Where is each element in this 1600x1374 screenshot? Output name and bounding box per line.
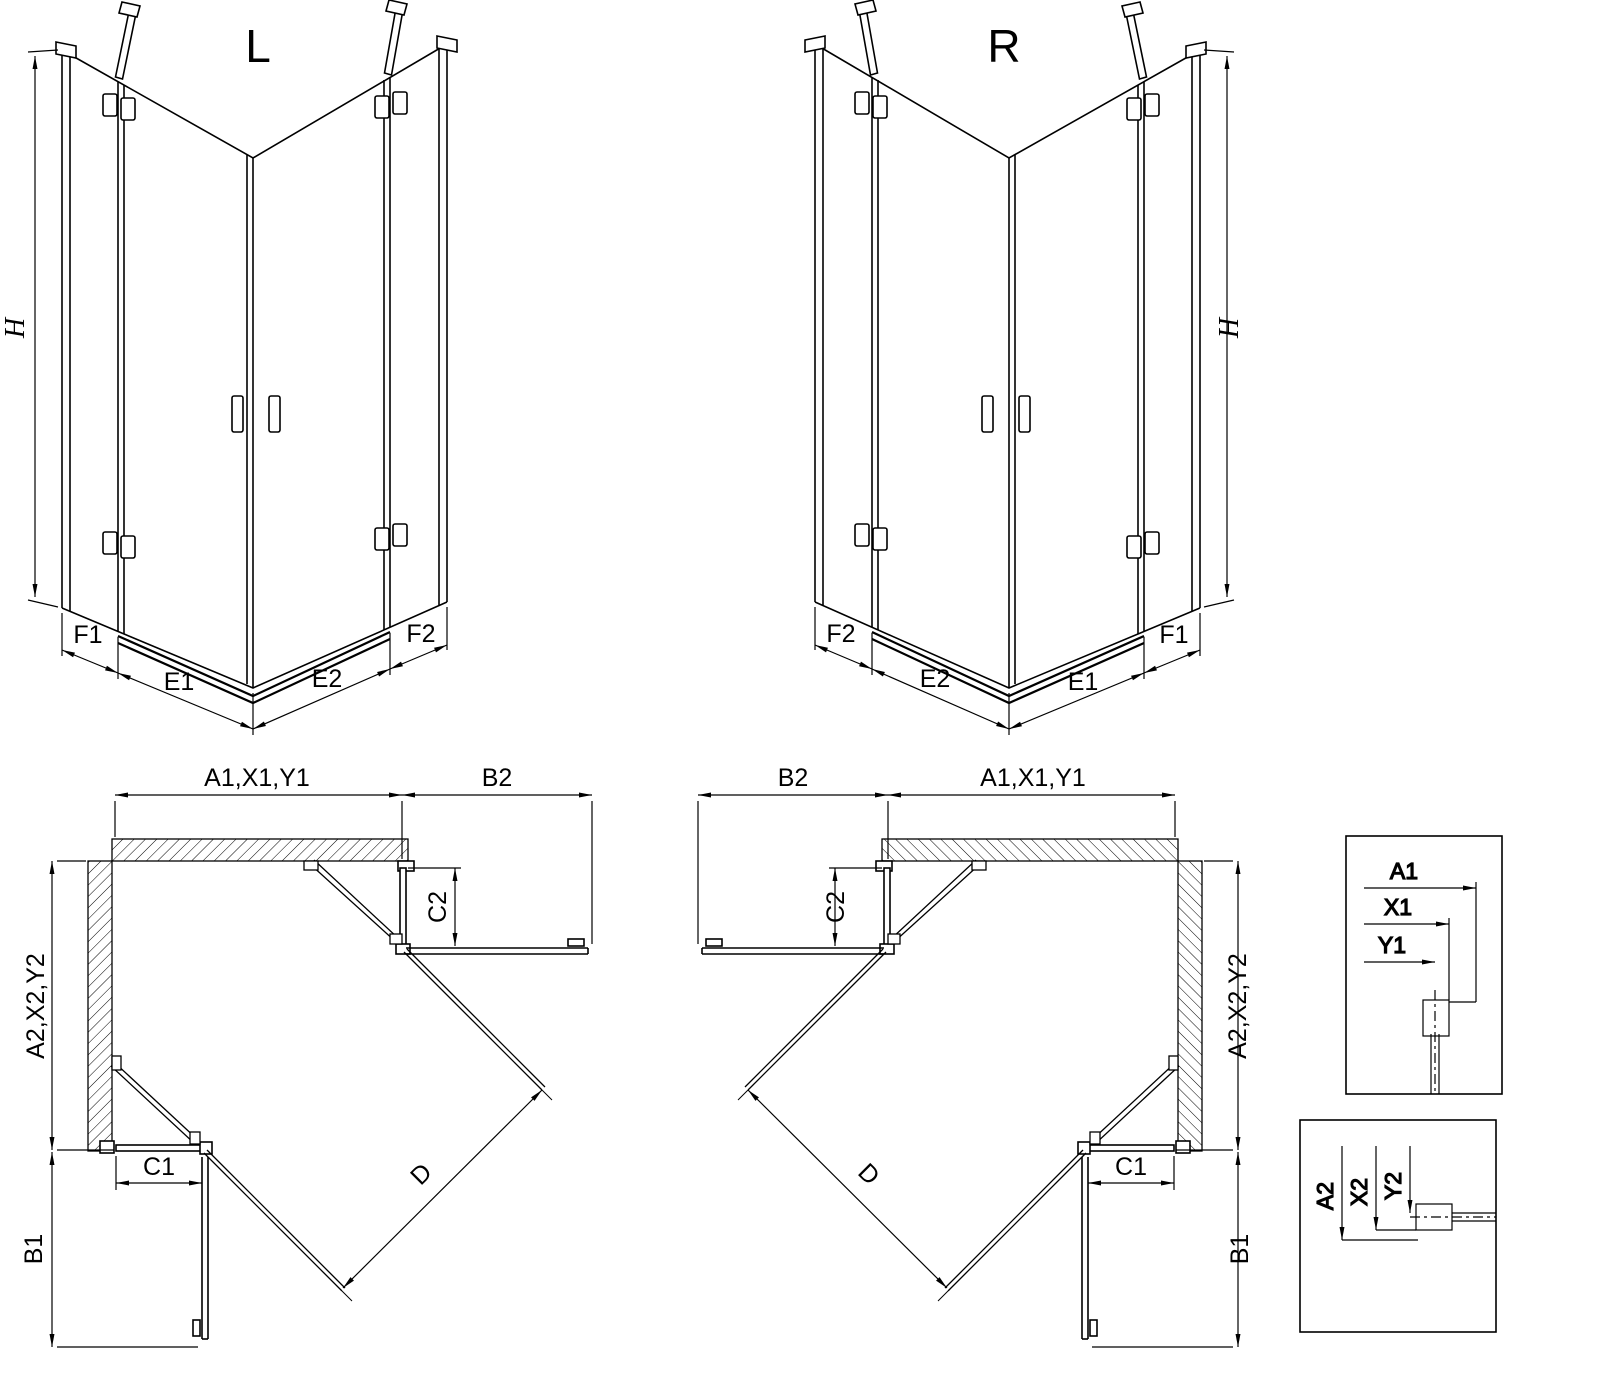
dim-label-c1-plan-left: C1 bbox=[143, 1153, 175, 1181]
dim-label-a1-plan-left: A1,X1,Y1 bbox=[204, 764, 310, 792]
detail-box-horizontal-frame bbox=[1345, 835, 1503, 1095]
labels-plan-left: A1,X1,Y1 B2 C2 A2,X2,Y2 C1 B1 D bbox=[20, 764, 512, 1264]
detail-label-x2: X2 bbox=[1346, 1178, 1372, 1206]
dim-label-f2-right: F2 bbox=[826, 620, 855, 648]
detail-label-a1: A1 bbox=[1390, 858, 1418, 884]
dim-label-a2-plan-left: A2,X2,Y2 bbox=[22, 953, 50, 1059]
dim-label-h-right: H bbox=[1214, 316, 1245, 339]
dim-label-b2-plan-left: B2 bbox=[482, 764, 513, 792]
labels-3d-right: R H F2 E2 E1 F1 bbox=[826, 20, 1245, 696]
dim-label-f1-left: F1 bbox=[73, 621, 102, 649]
dim-label-c1-plan-right: C1 bbox=[1115, 1153, 1147, 1181]
wall-profile-section-2 bbox=[1415, 1203, 1453, 1231]
detail-label-a2: A2 bbox=[1312, 1182, 1338, 1210]
dim-label-e1-left: E1 bbox=[164, 668, 195, 696]
dim-label-a2-plan-right: A2,X2,Y2 bbox=[1224, 953, 1252, 1059]
dim-label-h-left: H bbox=[0, 316, 31, 339]
dim-label-a1-plan-right: A1,X1,Y1 bbox=[980, 764, 1086, 792]
dim-label-f2-left: F2 bbox=[406, 620, 435, 648]
dim-label-c2-plan-right: C2 bbox=[822, 891, 850, 923]
detail-box-vertical-frame bbox=[1299, 1119, 1497, 1333]
labels-3d-left: L H F1 E1 E2 F2 bbox=[0, 20, 436, 696]
dim-label-e2-left: E2 bbox=[312, 665, 343, 693]
detail-label-y2: Y2 bbox=[1380, 1172, 1406, 1200]
dim-label-b2-plan-right: B2 bbox=[778, 764, 809, 792]
detail-label-x1: X1 bbox=[1384, 894, 1412, 920]
detail-box-horizontal: A1 X1 Y1 bbox=[1345, 835, 1503, 1095]
dim-label-c2-plan-left: C2 bbox=[424, 891, 452, 923]
dim-label-e1-right: E1 bbox=[1068, 668, 1099, 696]
detail-box-vertical: A2 X2 Y2 bbox=[1299, 1119, 1497, 1333]
dim-label-b1-plan-left: B1 bbox=[20, 1234, 48, 1265]
view-label-left: L bbox=[245, 20, 271, 72]
detail-label-y1: Y1 bbox=[1378, 932, 1406, 958]
dim-label-b1-plan-right: B1 bbox=[1226, 1234, 1254, 1265]
wall-profile-section bbox=[1422, 999, 1450, 1037]
dim-label-f1-right: F1 bbox=[1159, 621, 1188, 649]
view-label-right: R bbox=[987, 20, 1020, 72]
dim-label-e2-right: E2 bbox=[920, 665, 951, 693]
